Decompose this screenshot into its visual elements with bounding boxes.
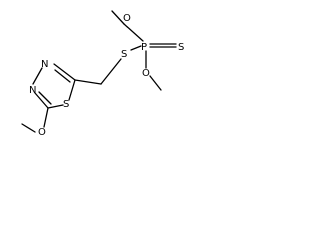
bond-c2-o	[43, 107, 49, 128]
bond-c2-s1	[47, 104, 64, 109]
atom-ring-s: S	[63, 99, 69, 110]
bond-c5-n4-double	[54, 69, 71, 83]
bond-o-methyl-ring	[21, 123, 36, 133]
bond-p-o-top	[123, 23, 144, 42]
atom-phosphorus: P	[141, 42, 147, 53]
atom-s-thioether: S	[121, 49, 127, 60]
molecule-diagram: S P S O O N N S O	[21, 10, 184, 138]
bond-o-bottom-methyl	[149, 75, 162, 91]
bond-s-ch2	[100, 58, 122, 85]
atom-o-methoxy-bottom: O	[142, 68, 150, 79]
bond-n3-c2-double	[38, 91, 52, 105]
bond-s1-c5	[68, 79, 76, 101]
bond-s-p	[130, 45, 142, 51]
structure-canvas: S P S O O N N S O	[0, 0, 214, 160]
bond-c5-n4	[53, 63, 76, 81]
atom-s-thione: S	[178, 42, 184, 53]
bond-n3-c2	[34, 92, 49, 109]
bond-ch2-ring	[74, 79, 102, 85]
atom-ring-n-bottom: N	[29, 85, 36, 96]
bond-n4-n3	[32, 67, 43, 85]
atom-o-ring-methoxy: O	[38, 127, 46, 138]
atom-ring-n-top: N	[41, 59, 48, 70]
bond-o-top-methyl	[111, 10, 125, 25]
atom-o-methoxy-top: O	[123, 13, 131, 24]
